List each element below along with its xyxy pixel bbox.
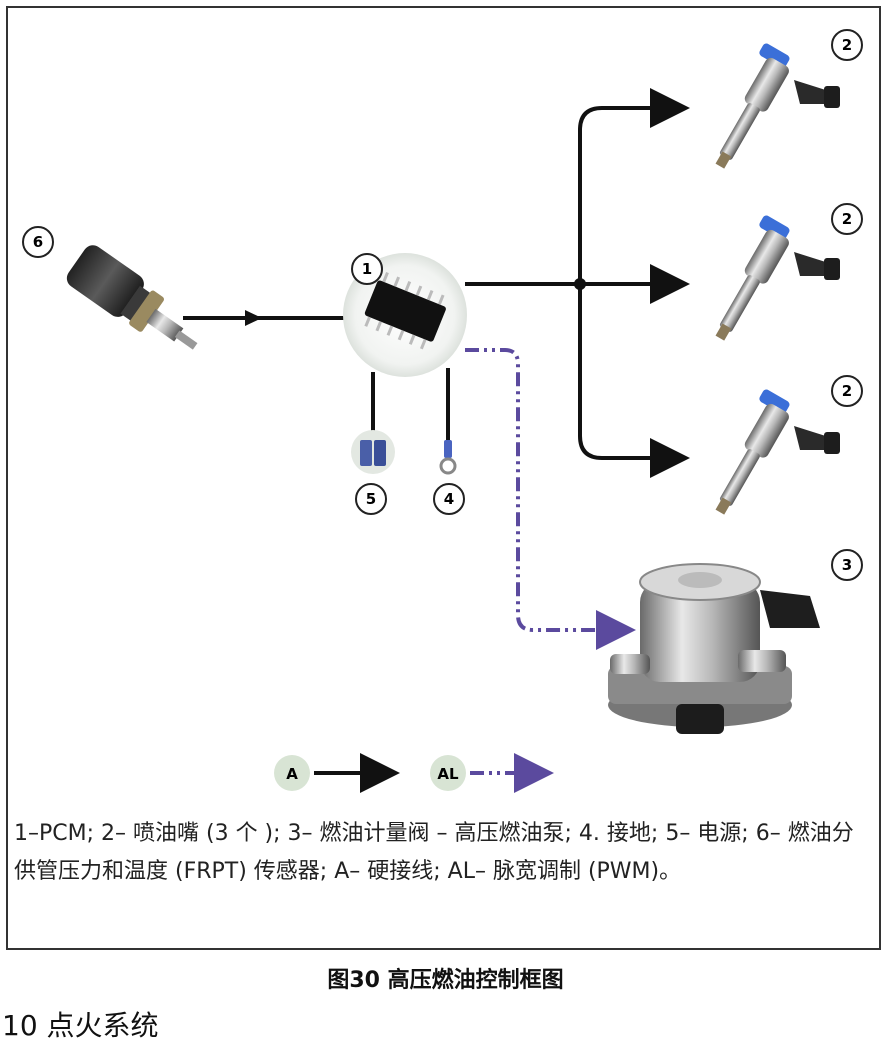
badge-power: 5 xyxy=(355,483,387,515)
svg-text:4: 4 xyxy=(444,490,454,508)
pwm-signal-line xyxy=(465,348,636,650)
badge-ground: 4 xyxy=(433,483,465,515)
sensor-wire-arrowhead xyxy=(245,310,262,326)
badge-injector-bottom: 2 xyxy=(831,375,863,407)
wire-to-injector-top xyxy=(578,88,690,284)
legend-hardwire: A xyxy=(274,753,400,793)
ground-terminal-icon xyxy=(439,440,457,475)
wire-to-injector-bottom xyxy=(578,284,690,478)
badge-pcm: 1 xyxy=(351,253,383,285)
svg-text:2: 2 xyxy=(842,210,852,228)
svg-text:A: A xyxy=(286,765,298,783)
svg-text:5: 5 xyxy=(366,490,376,508)
badge-injector-mid: 2 xyxy=(831,203,863,235)
section-heading: 10 点火系统 xyxy=(2,1009,159,1042)
svg-text:2: 2 xyxy=(842,382,852,400)
badge-sensor: 6 xyxy=(22,226,54,258)
fuel-injector-icon xyxy=(715,42,840,169)
svg-text:AL: AL xyxy=(437,765,459,783)
figure-caption: 1–PCM; 2– 喷油嘴 (3 个 ); 3– 燃油计量阀 – 高压燃油泵; … xyxy=(14,821,854,884)
fuel-control-diagram: 6 1 5 4 2 2 2 3 A AL xyxy=(22,29,863,793)
badge-injector-top: 2 xyxy=(831,29,863,61)
svg-text:6: 6 xyxy=(33,233,43,251)
svg-text:1: 1 xyxy=(362,260,372,278)
figure-title: 图30 高压燃油控制框图 xyxy=(327,968,564,993)
svg-text:3: 3 xyxy=(842,556,852,574)
fuse-icon xyxy=(351,430,395,474)
badge-pump: 3 xyxy=(831,549,863,581)
fuel-pump-icon xyxy=(608,563,820,734)
legend-pwm: AL xyxy=(430,753,554,793)
pressure-sensor-icon xyxy=(66,245,198,350)
svg-text:2: 2 xyxy=(842,36,852,54)
pcm-chip-icon xyxy=(343,253,467,377)
fuel-injector-icon xyxy=(715,388,840,515)
fuel-injector-icon xyxy=(715,214,840,341)
